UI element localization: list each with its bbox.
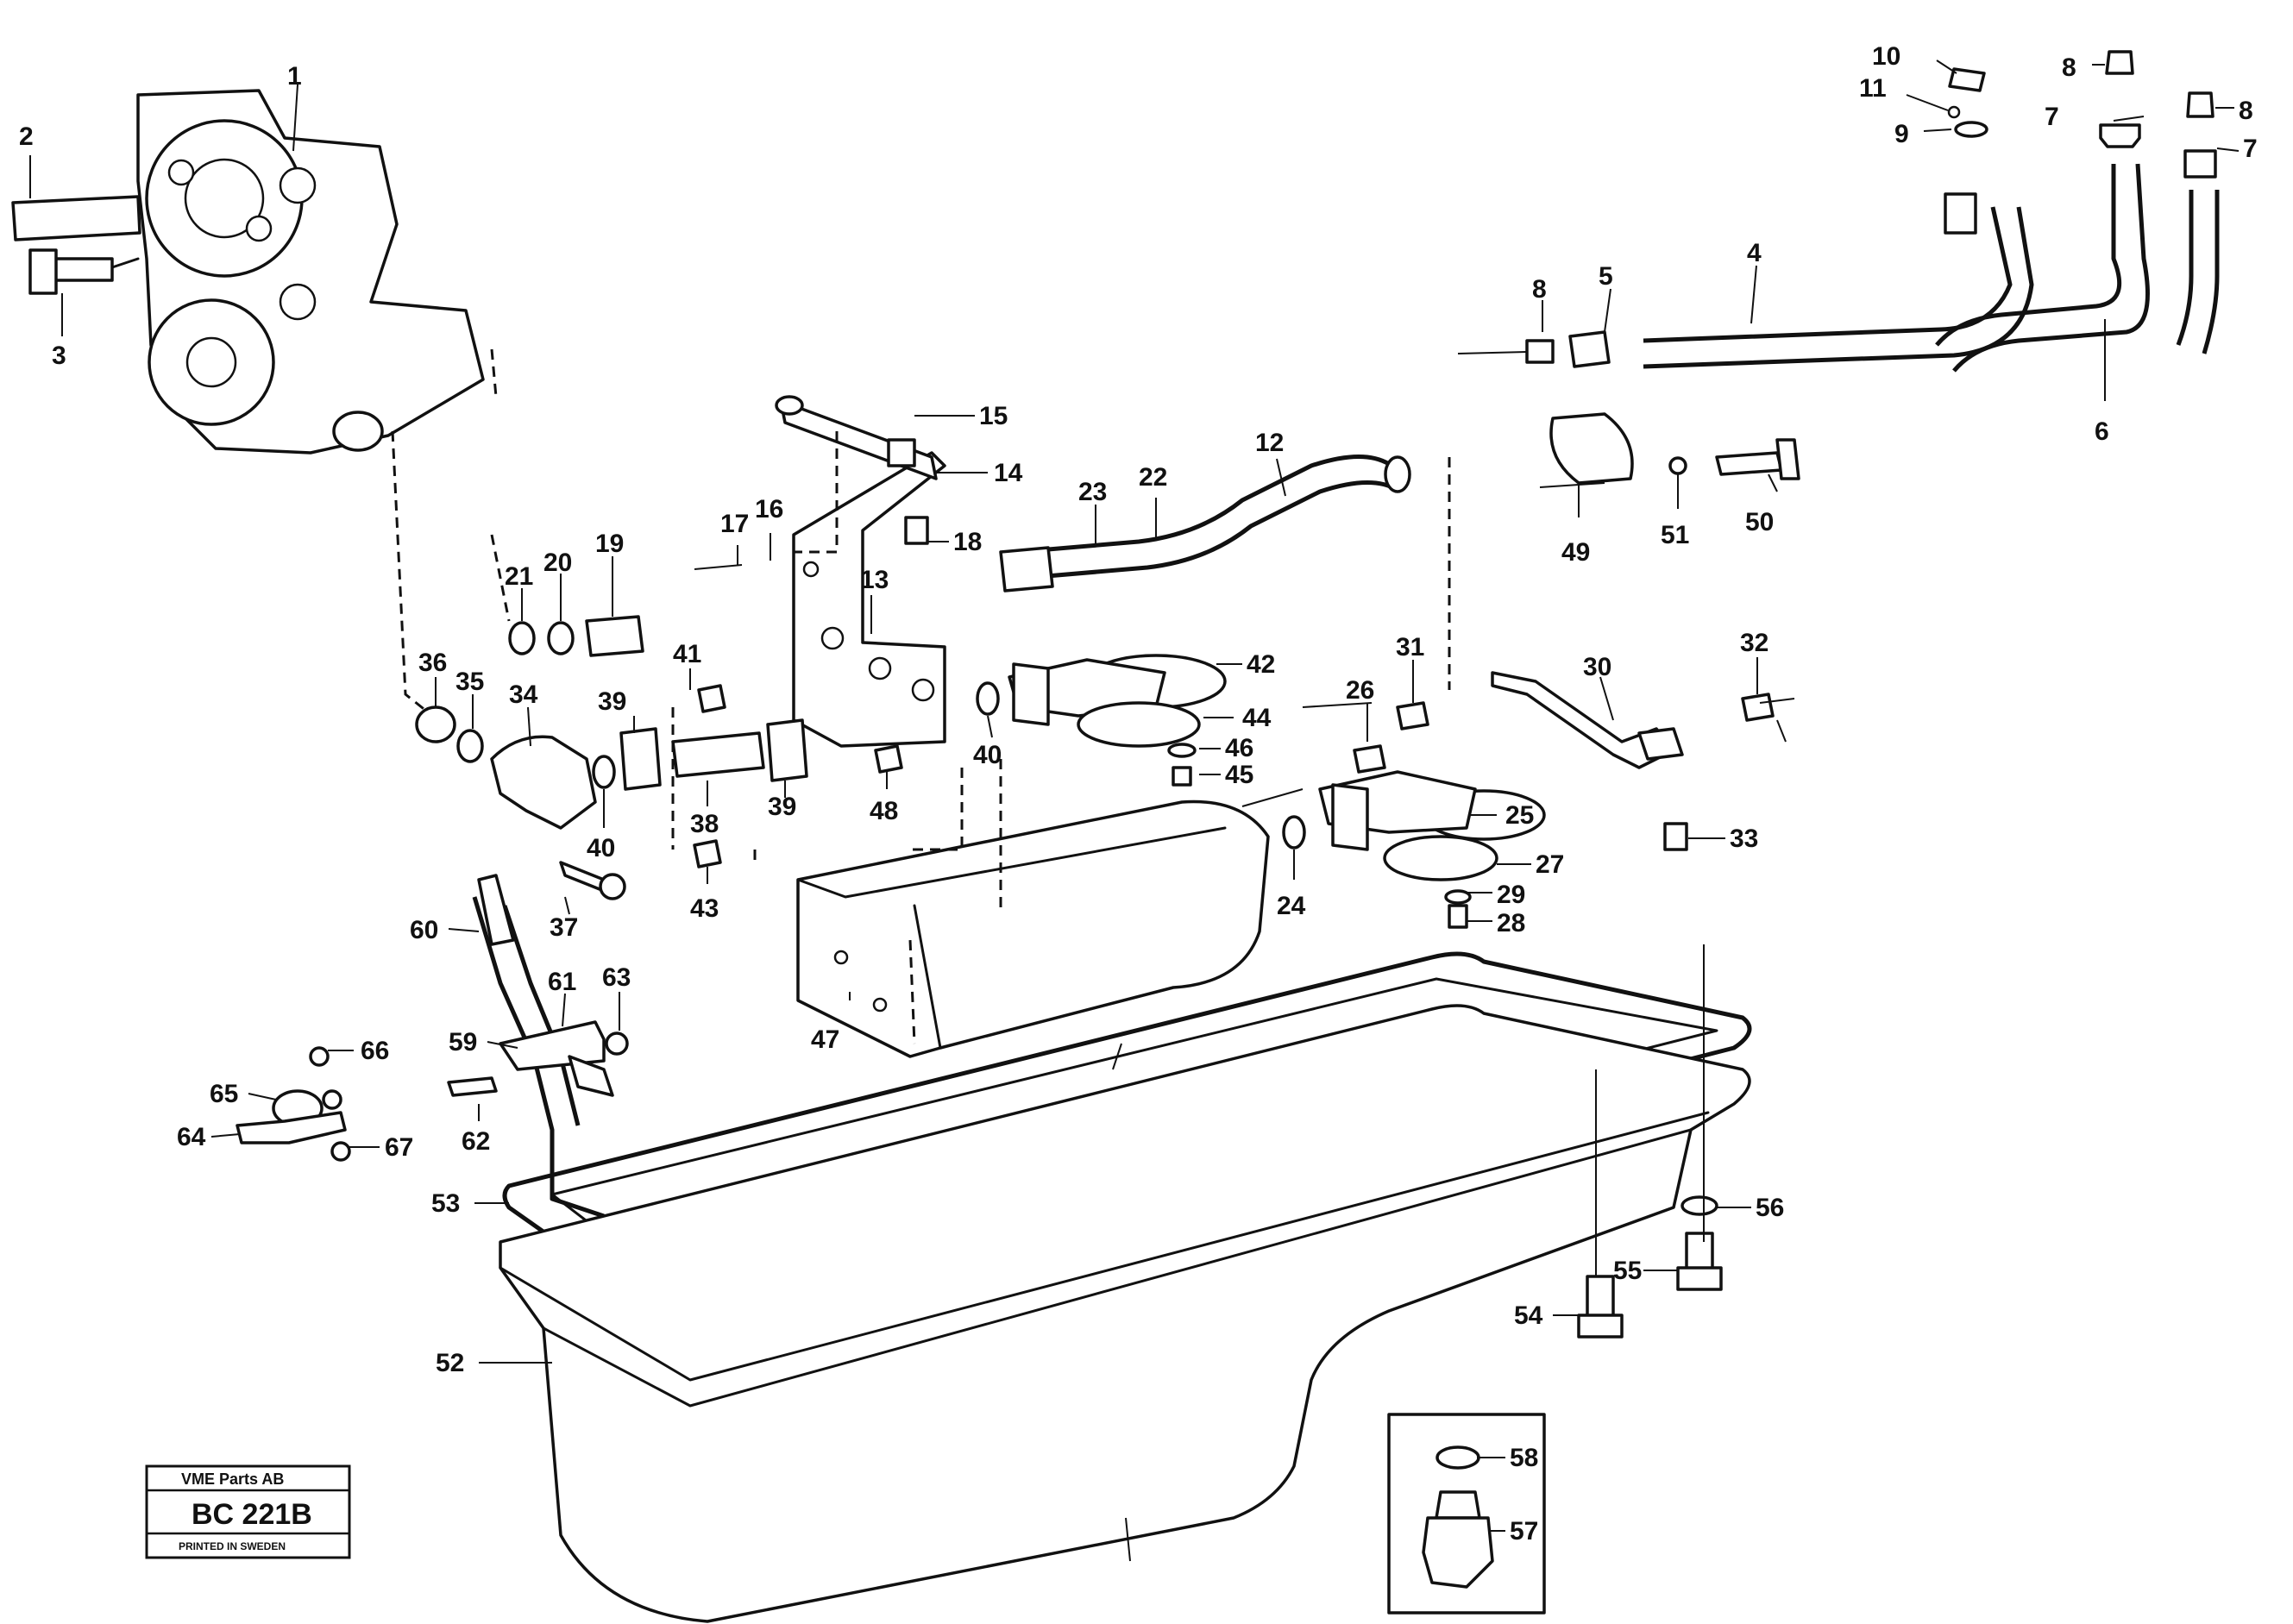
callout-48: 48 [870, 797, 898, 825]
callout-59: 59 [449, 1028, 477, 1057]
callout-16: 16 [755, 495, 783, 524]
callout-58: 58 [1510, 1444, 1538, 1472]
suction-tube-assembly [775, 395, 1411, 748]
callout-43: 43 [690, 894, 719, 923]
callout-5: 5 [1599, 262, 1613, 291]
callout-51: 51 [1661, 521, 1689, 549]
callout-27: 27 [1536, 850, 1564, 879]
oil-pump [11, 89, 485, 455]
pan-bolts [1577, 1195, 1723, 1339]
stamp-printed: PRINTED IN SWEDEN [179, 1540, 286, 1552]
callout-22: 22 [1139, 463, 1167, 492]
callout-53: 53 [431, 1189, 460, 1218]
oil-sensor-inset [1387, 1413, 1546, 1615]
callout-14: 14 [994, 459, 1023, 487]
callout-18: 18 [953, 528, 982, 556]
callout-19: 19 [595, 530, 624, 558]
callout-31: 31 [1396, 633, 1424, 662]
callout-23: 23 [1078, 478, 1107, 506]
callout-42: 42 [1247, 650, 1275, 679]
callout-56: 56 [1756, 1194, 1784, 1222]
callout-60: 60 [410, 916, 438, 944]
callout-52: 52 [436, 1349, 464, 1377]
callout-39a: 39 [598, 687, 626, 716]
callout-12: 12 [1255, 429, 1284, 457]
callout-39b: 39 [768, 793, 796, 821]
callout-1: 1 [287, 62, 302, 91]
callout-33: 33 [1730, 825, 1758, 853]
callout-45: 45 [1225, 761, 1253, 789]
callout-38: 38 [690, 810, 719, 838]
callout-40a: 40 [587, 834, 615, 862]
callout-labels: 1 2 3 4 5 6 7 7 8 8 8 9 10 11 12 13 14 1… [19, 42, 2258, 1546]
callout-8a: 8 [2062, 53, 2076, 82]
callout-46: 46 [1225, 734, 1253, 762]
callout-64: 64 [177, 1123, 206, 1151]
callout-47: 47 [811, 1025, 839, 1054]
callout-25: 25 [1505, 801, 1534, 830]
callout-35: 35 [455, 668, 484, 696]
callout-28: 28 [1497, 909, 1525, 937]
callout-55: 55 [1613, 1257, 1642, 1285]
callout-4: 4 [1747, 239, 1762, 267]
callout-21: 21 [505, 562, 533, 591]
callout-57: 57 [1510, 1517, 1538, 1546]
bracket-30 [1491, 671, 1684, 769]
oil-pan [499, 1004, 1751, 1623]
callout-10: 10 [1872, 42, 1900, 71]
callout-44: 44 [1242, 704, 1272, 732]
delivery-pipes [1457, 50, 2220, 373]
callout-66: 66 [361, 1037, 389, 1065]
callout-20: 20 [543, 549, 572, 577]
callout-24: 24 [1277, 892, 1306, 920]
stamp-code: BC 221B [192, 1498, 312, 1531]
baffle-plate [796, 799, 1270, 1058]
callout-40b: 40 [973, 741, 1002, 769]
callout-37: 37 [550, 913, 578, 942]
callout-7a: 7 [2045, 103, 2059, 131]
callout-62: 62 [462, 1127, 490, 1156]
callout-3: 3 [52, 342, 66, 370]
pipe-bend-assembly [415, 615, 808, 900]
callout-29: 29 [1497, 881, 1525, 909]
document-stamp: VME Parts AB BC 221B PRINTED IN SWEDEN [145, 1464, 351, 1559]
callout-65: 65 [210, 1080, 238, 1108]
callout-41: 41 [673, 640, 701, 668]
callout-17: 17 [720, 510, 749, 538]
callout-63: 63 [602, 963, 631, 992]
callout-67: 67 [385, 1133, 413, 1162]
callout-49: 49 [1561, 538, 1590, 567]
callout-50: 50 [1745, 508, 1774, 536]
strainers [1008, 654, 1546, 881]
callout-15: 15 [979, 402, 1008, 430]
callout-8c: 8 [1532, 275, 1547, 304]
callout-34: 34 [509, 680, 538, 709]
callout-26: 26 [1346, 676, 1374, 705]
callout-36: 36 [418, 649, 447, 677]
callout-7b: 7 [2243, 135, 2258, 163]
assembly-lines [391, 348, 1795, 1562]
callout-61: 61 [548, 968, 576, 996]
callout-8b: 8 [2239, 97, 2253, 125]
callout-6: 6 [2095, 417, 2109, 446]
callout-2: 2 [19, 122, 34, 151]
callout-30: 30 [1583, 653, 1611, 681]
callout-54: 54 [1514, 1301, 1543, 1330]
small-fasteners [693, 412, 1800, 929]
callout-13: 13 [860, 566, 889, 594]
callout-9: 9 [1894, 120, 1909, 148]
stamp-company: VME Parts AB [181, 1470, 284, 1488]
callout-11: 11 [1859, 74, 1887, 103]
callout-32: 32 [1740, 629, 1768, 657]
